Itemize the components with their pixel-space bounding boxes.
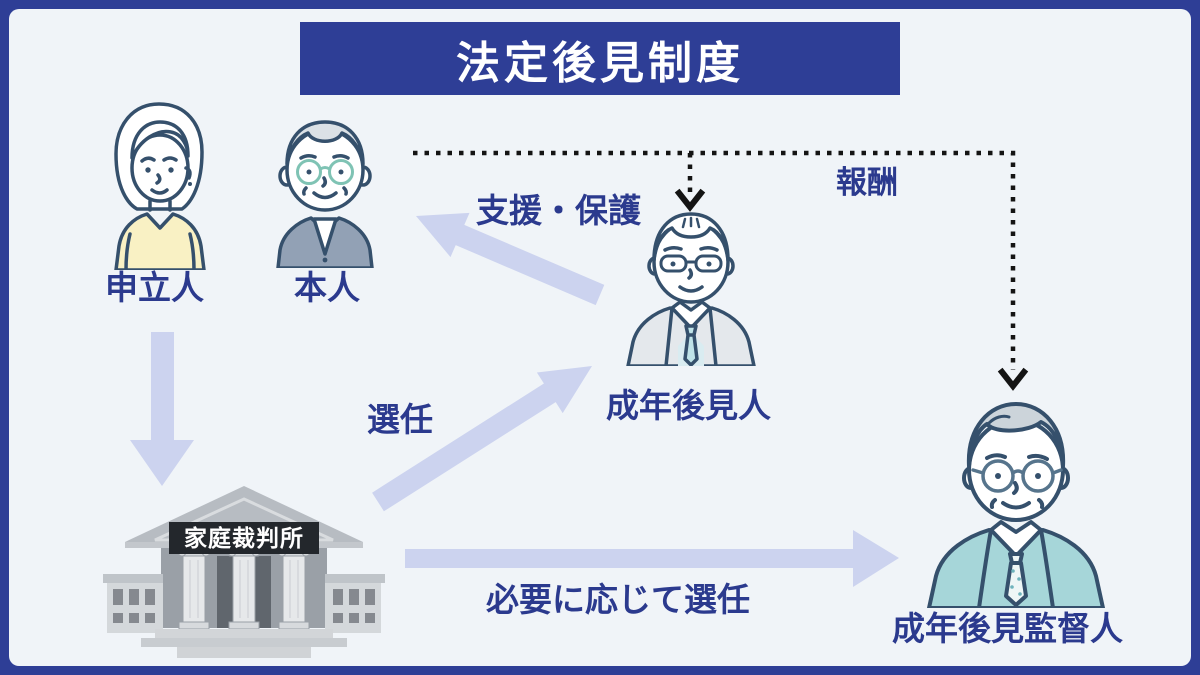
arrow-appoint-supervisor xyxy=(405,530,899,587)
appoint-as-needed-label: 必要に応じて選任 xyxy=(486,581,750,618)
supervisor-figure xyxy=(927,402,1105,608)
guardian-figure xyxy=(626,212,756,366)
tie xyxy=(1004,552,1028,607)
page-title: 法定後見制度 xyxy=(456,38,744,88)
petitioner-figure xyxy=(114,102,206,270)
family-court-building: 家庭裁判所 xyxy=(103,486,385,658)
principal-label: 本人 xyxy=(294,269,360,306)
side-wings xyxy=(103,574,385,633)
dotted-arrowheads xyxy=(674,188,1029,391)
support-protect-label: 支援・保護 xyxy=(476,192,641,229)
arrow-appoint-guardian xyxy=(372,366,592,512)
arrow-petition-to-court xyxy=(130,332,194,486)
court-sign xyxy=(169,522,319,554)
petitioner-label: 申立人 xyxy=(105,269,204,306)
columns xyxy=(177,547,311,630)
hair xyxy=(652,212,730,262)
tie xyxy=(683,324,699,366)
dotted-remuneration-path xyxy=(413,150,1016,370)
appoint-label: 選任 xyxy=(367,401,433,438)
shirt xyxy=(312,217,338,256)
supervisor-label: 成年後見監督人 xyxy=(892,610,1123,647)
guardian-label: 成年後見人 xyxy=(606,387,771,424)
remuneration-label: 報酬 xyxy=(836,165,898,200)
hair xyxy=(285,120,365,166)
court-sign-label: 家庭裁判所 xyxy=(184,525,304,551)
title-banner: 法定後見制度 xyxy=(300,22,900,95)
principal-figure xyxy=(276,120,374,268)
arrow-support-protect xyxy=(416,212,605,306)
sweater xyxy=(114,212,206,270)
glasses-icon xyxy=(971,459,1063,493)
fringe xyxy=(130,120,190,160)
